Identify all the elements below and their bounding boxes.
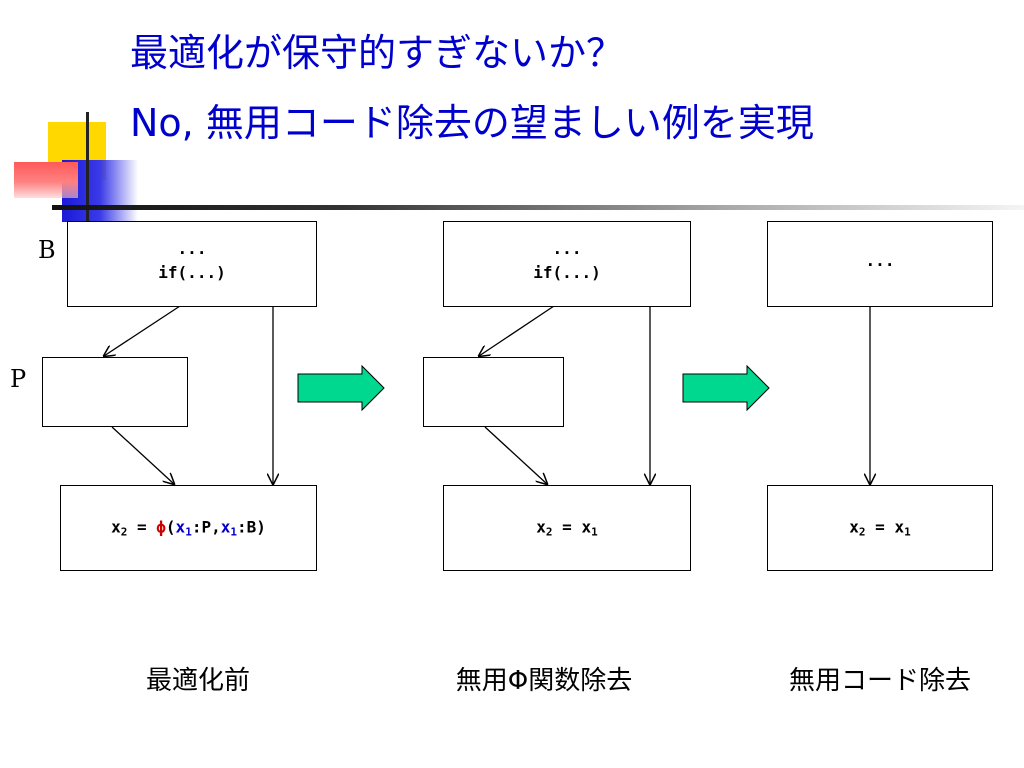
code-line-2: if(...): [158, 263, 226, 282]
block-merge-1: x2 = ϕ(x1:P,x1:B): [60, 485, 317, 571]
code-line-2: if(...): [533, 263, 601, 282]
formula-open: (: [165, 517, 176, 537]
formula-lhs: x: [536, 517, 546, 537]
decor-vertical-line: [86, 112, 89, 228]
formula-lhs-sub: 2: [858, 525, 866, 539]
formula-arg2-label: :B): [236, 517, 266, 537]
formula-arg2-sub: 1: [230, 525, 237, 539]
formula-arg1-sub: 1: [185, 525, 192, 539]
formula-rhs: x: [581, 517, 592, 537]
block-b-2: ... if(...): [443, 221, 691, 307]
formula-arg2: x: [220, 517, 231, 537]
formula-rhs-sub: 1: [591, 525, 598, 539]
block-p-2: [423, 357, 564, 427]
formula-lhs-sub: 2: [120, 525, 128, 539]
block-merge-2: x2 = x1: [443, 485, 691, 571]
transform-arrow-2: [682, 364, 770, 412]
title-line-1: 最適化が保守的すぎないか？: [130, 31, 625, 75]
block-p-1: [42, 357, 188, 427]
code-line-1: ...: [177, 239, 207, 258]
edge-b-to-p-1: [104, 305, 181, 356]
assign-formula: x2 = x1: [444, 518, 690, 539]
code-line-1: ...: [865, 251, 895, 270]
assign-formula: x2 = x1: [768, 518, 992, 539]
edge-p-to-merge-1: [111, 426, 174, 484]
formula-eq: =: [127, 517, 157, 537]
caption-3: 無用コード除去: [788, 666, 971, 696]
formula-lhs: x: [849, 517, 859, 537]
formula-arg1-label: :P,: [191, 517, 221, 537]
formula-eq: =: [552, 517, 582, 537]
caption-1: 最適化前: [145, 666, 250, 696]
title-underline: [52, 205, 1024, 210]
formula-lhs-sub: 2: [545, 525, 553, 539]
transform-arrow-1: [297, 364, 385, 412]
formula-rhs-sub: 1: [904, 525, 911, 539]
formula-lhs: x: [111, 517, 121, 537]
block-b-3: ...: [767, 221, 993, 307]
edge-p-to-merge-2: [484, 426, 547, 484]
decor-red-square: [14, 162, 78, 198]
title-line-2: No, 無用コード除去の望ましい例を実現: [130, 101, 814, 145]
phi-formula: x2 = ϕ(x1:P,x1:B): [61, 518, 316, 539]
formula-arg1: x: [175, 517, 186, 537]
formula-eq: =: [865, 517, 895, 537]
label-b: B: [38, 236, 56, 264]
code-line-1: ...: [552, 239, 582, 258]
decor-corner: [0, 100, 160, 230]
label-p: P: [10, 365, 27, 393]
formula-rhs: x: [894, 517, 905, 537]
block-merge-3: x2 = x1: [767, 485, 993, 571]
block-b-1: ... if(...): [67, 221, 317, 307]
caption-2: 無用Φ関数除去: [455, 666, 633, 696]
edge-b-to-p-2: [479, 305, 555, 356]
phi-symbol: ϕ: [156, 517, 166, 537]
